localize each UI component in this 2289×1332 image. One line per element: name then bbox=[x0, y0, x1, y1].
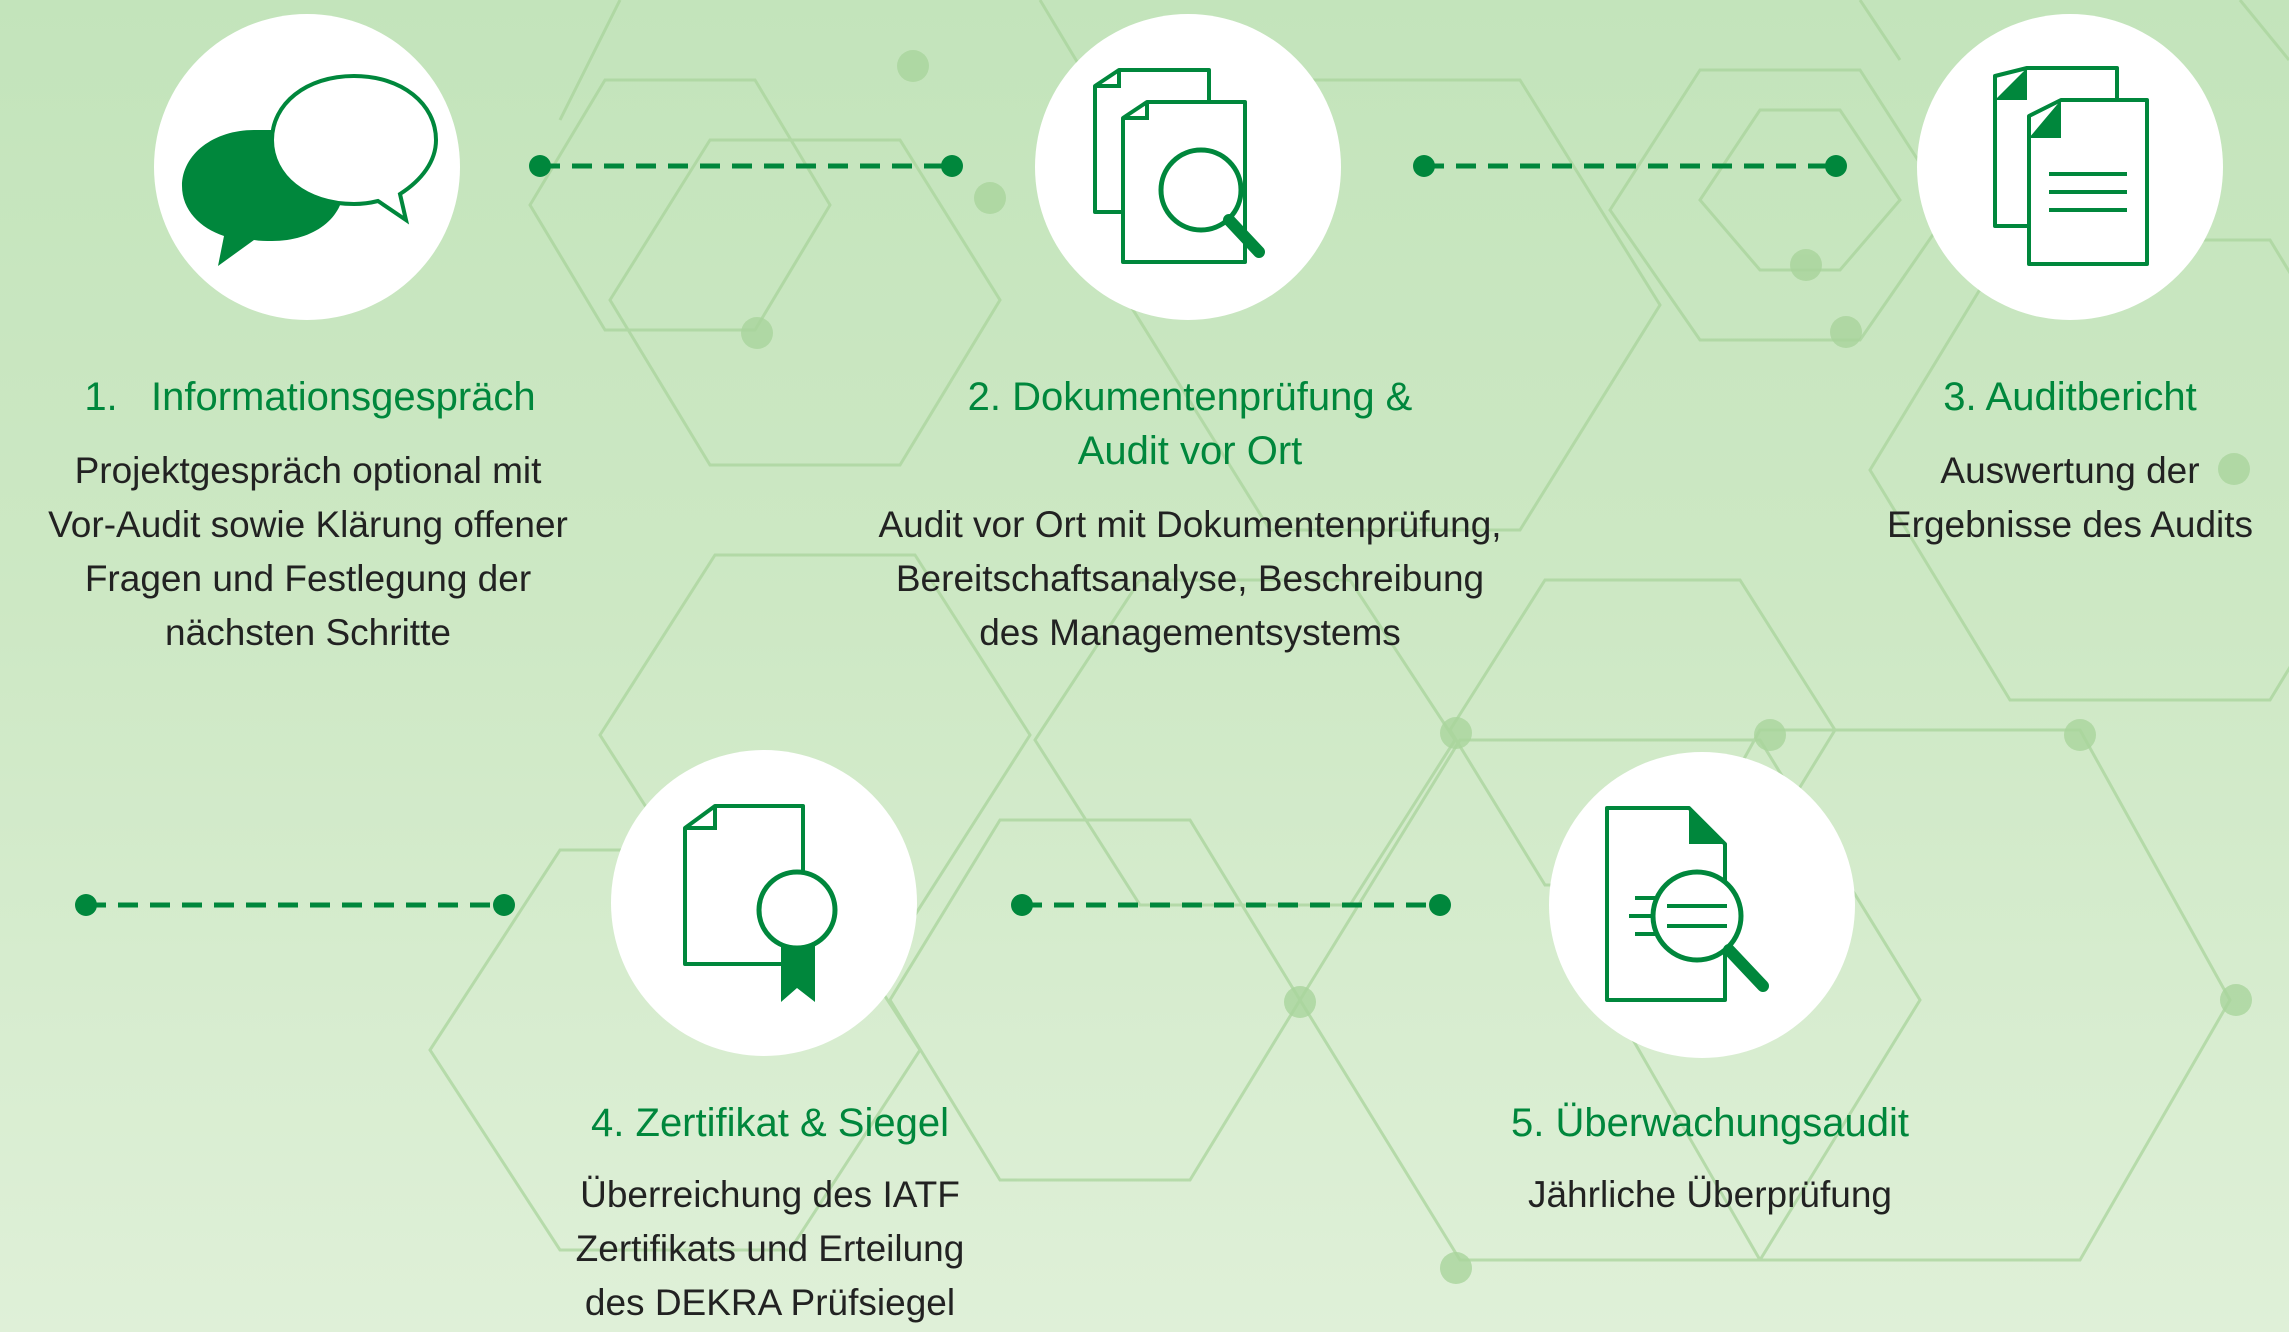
step-4-description: Überreichung des IATF Zertifikats und Er… bbox=[500, 1168, 1040, 1330]
step-5-circle bbox=[1549, 752, 1855, 1058]
document-search-icon bbox=[1093, 68, 1265, 264]
description-line: nächsten Schritte bbox=[165, 612, 451, 653]
step-4-circle bbox=[611, 750, 917, 1056]
description-line: Fragen und Festlegung der bbox=[84, 558, 532, 599]
step-2-circle bbox=[1035, 14, 1341, 320]
step-1-description: Projektgespräch optional mit Vor-Audit s… bbox=[20, 444, 596, 660]
description-line: Auswertung der bbox=[1940, 450, 2200, 491]
description-line: Audit vor Ort mit Dokumentenprüfung, bbox=[878, 504, 1502, 545]
description-line: Projektgespräch optional mit bbox=[74, 450, 542, 491]
audit-report-icon bbox=[1993, 66, 2149, 266]
monitoring-audit-icon bbox=[1605, 806, 1769, 1002]
step-3-title: 3. Auditbericht bbox=[1943, 375, 2197, 419]
step-3-circle bbox=[1917, 14, 2223, 320]
description-line: des Managementsystems bbox=[979, 612, 1401, 653]
description-line: Ergebnisse des Audits bbox=[1886, 504, 2254, 545]
description-line: Jährliche Überprüfung bbox=[1527, 1174, 1893, 1215]
description-line: Bereitschaftsanalyse, Beschreibung bbox=[895, 558, 1485, 599]
step-3-description: Auswertung der Ergebnisse des Audits bbox=[1860, 444, 2280, 552]
description-line: Überreichung des IATF bbox=[580, 1174, 960, 1215]
connector-1-2 bbox=[528, 154, 964, 178]
step-5-title: 5. Überwachungsaudit bbox=[1510, 1101, 1910, 1145]
step-4-title: 4. Zertifikat & Siegel bbox=[591, 1101, 949, 1145]
connector-3-4 bbox=[74, 893, 516, 917]
step-5-description: Jährliche Überprüfung bbox=[1460, 1168, 1960, 1222]
step-2-description: Audit vor Ort mit Dokumentenprüfung, Ber… bbox=[830, 498, 1550, 660]
description-line: Zertifikats und Erteilung bbox=[575, 1228, 965, 1269]
connector-2-3 bbox=[1412, 154, 1848, 178]
description-line: des DEKRA Prüfsiegel bbox=[584, 1282, 956, 1323]
certificate-seal-icon bbox=[683, 804, 838, 1002]
description-line: Vor-Audit sowie Klärung offener bbox=[48, 504, 568, 545]
step-1-title: 1. Informationsgespräch bbox=[84, 375, 536, 419]
step-2-title: 2. Dokumentenprüfung & Audit vor Ort bbox=[967, 375, 1413, 473]
connector-4-5 bbox=[1010, 893, 1452, 917]
speech-bubbles-icon bbox=[182, 73, 439, 266]
step-1-circle bbox=[154, 14, 460, 320]
